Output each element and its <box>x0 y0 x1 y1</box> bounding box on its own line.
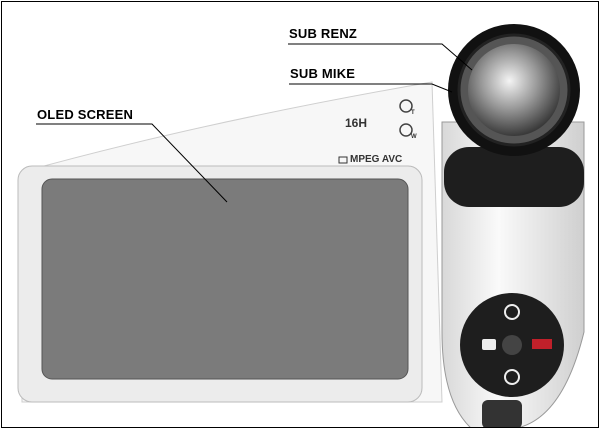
play-icon <box>338 156 348 164</box>
zoom-w-label: W <box>411 134 417 140</box>
leader-line-oled <box>36 123 228 203</box>
lens-ring-band <box>444 147 584 207</box>
zoom-t-label: T <box>411 110 415 116</box>
zoom-w-icon <box>399 123 413 137</box>
zoom-out-icon <box>504 369 520 385</box>
record-button <box>532 339 552 349</box>
resolution-badge: 16H <box>345 116 368 130</box>
camera-icon <box>482 339 496 350</box>
label-oled-screen: OLED SCREEN <box>37 107 134 122</box>
leader-line-sub-mic <box>289 83 453 93</box>
zoom-t-icon <box>399 99 413 113</box>
oled-screen <box>41 178 409 380</box>
zoom-in-icon <box>504 304 520 320</box>
label-sub-mic: SUB MIKE <box>290 66 356 81</box>
leader-line-sub-lens <box>288 43 473 71</box>
control-pad-center <box>502 335 522 355</box>
grip-button <box>482 400 522 427</box>
format-badge: MPEG AVC <box>350 154 403 165</box>
sub-lens-glass <box>468 44 560 136</box>
label-sub-lens: SUB RENZ <box>289 26 358 41</box>
